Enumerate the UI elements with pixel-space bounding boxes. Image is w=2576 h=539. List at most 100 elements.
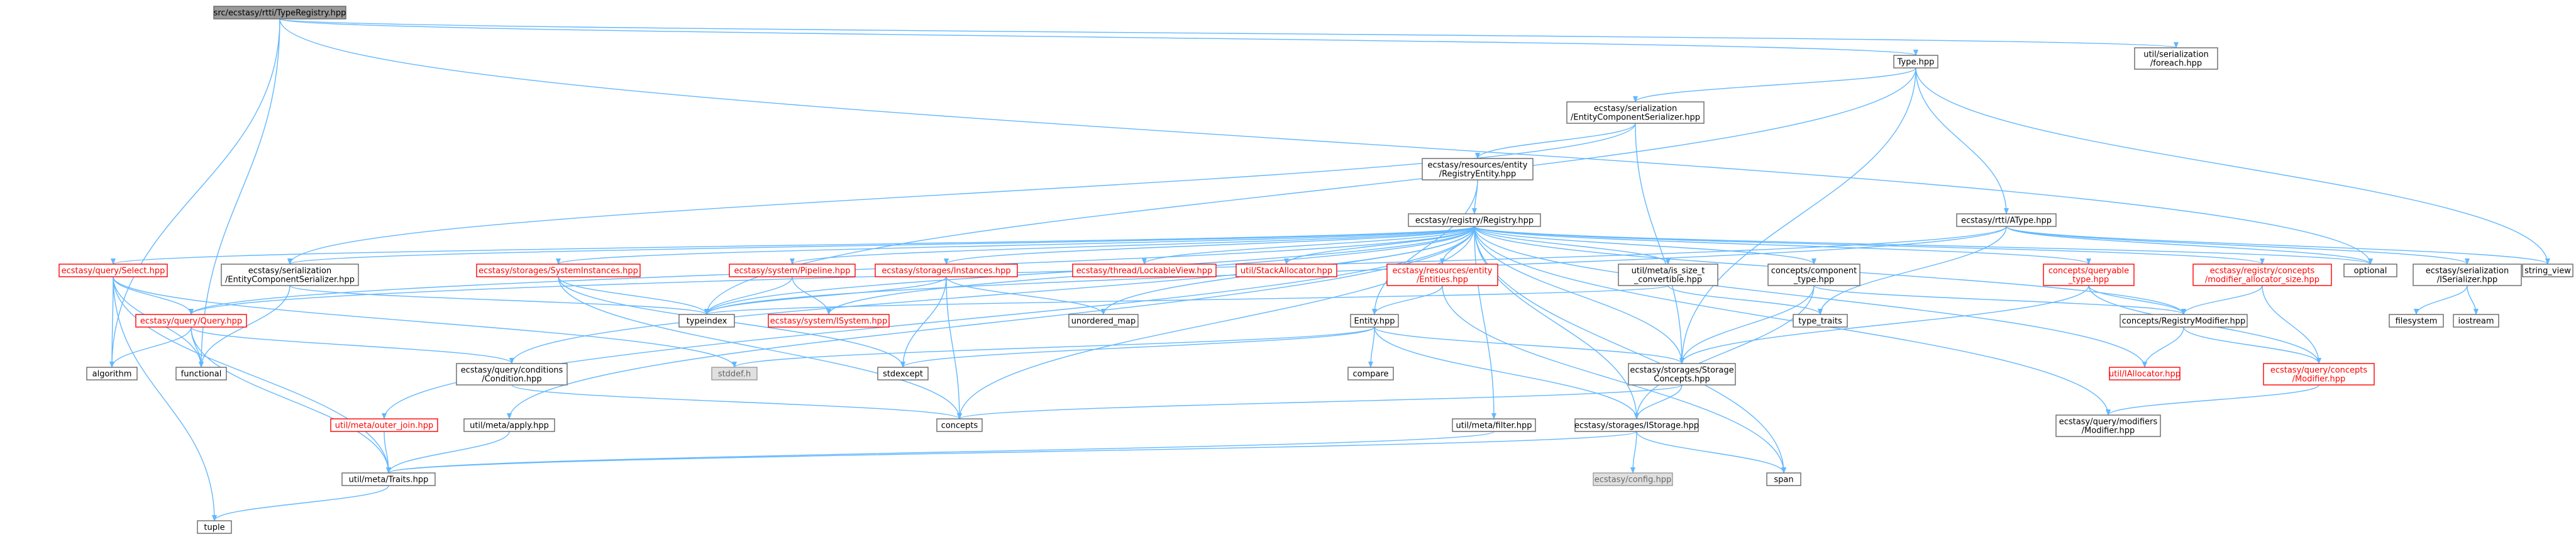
node-concepts[interactable]: concepts xyxy=(936,418,983,432)
node-label: /foreach.hpp xyxy=(2150,59,2202,69)
edge-comptype-to-regmodifier xyxy=(1813,285,2186,315)
node-box xyxy=(1350,314,1399,328)
node-ecstasy-query-conditions-condition-hpp[interactable]: ecstasy/query/conditions/Condition.hpp xyxy=(456,363,568,386)
node-ecstasy-system-pipeline-hpp[interactable]: ecstasy/system/Pipeline.hpp xyxy=(729,264,856,277)
node-ecstasy-query-select-hpp[interactable]: ecstasy/query/Select.hpp xyxy=(58,264,168,277)
node-concepts-component-type-hpp[interactable]: concepts/component_type.hpp xyxy=(1767,264,1860,286)
edge-atype-to-iserializer xyxy=(2006,226,2470,265)
node-algorithm[interactable]: algorithm xyxy=(86,367,138,381)
node-ecstasy-serialization-entitycomponentserializer-hpp[interactable]: ecstasy/serialization/EntityComponentSer… xyxy=(221,264,359,286)
node-util-stackallocator-hpp[interactable]: util/StackAllocator.hpp xyxy=(1235,264,1337,277)
node-box xyxy=(2120,314,2248,328)
node-box xyxy=(877,367,929,381)
node-util-meta-filter-hpp[interactable]: util/meta/filter.hpp xyxy=(1452,418,1536,432)
node-optional[interactable]: optional xyxy=(2343,264,2397,277)
node-ecstasy-resources-entity-entities-hpp[interactable]: ecstasy/resources/entity/Entities.hpp xyxy=(1386,264,1498,286)
node-box xyxy=(175,367,227,381)
node-compare[interactable]: compare xyxy=(1347,367,1394,381)
node-box xyxy=(330,418,438,432)
node-box xyxy=(213,6,346,19)
node-ecstasy-registry-concepts-modifier-allocator-size-hpp[interactable]: ecstasy/registry/concepts/modifier_alloc… xyxy=(2192,264,2332,286)
node-stdexcept[interactable]: stdexcept xyxy=(877,367,929,381)
node-util-iallocator-hpp[interactable]: util/IAllocator.hpp xyxy=(2109,367,2181,381)
edge-storageconcepts-to-concepts xyxy=(957,384,1683,420)
node-label: unordered_map xyxy=(1071,317,1136,326)
node-label: concepts/component xyxy=(1771,267,1857,276)
node-box xyxy=(2343,264,2397,277)
node-span[interactable]: span xyxy=(1766,472,1801,486)
node-util-serialization-foreach-hpp[interactable]: util/serialization/foreach.hpp xyxy=(2134,47,2218,70)
node-util-meta-apply-hpp[interactable]: util/meta/apply.hpp xyxy=(463,418,555,432)
node-iostream[interactable]: iostream xyxy=(2453,314,2499,328)
node-util-meta-outer-join-hpp[interactable]: util/meta/outer_join.hpp xyxy=(330,418,438,432)
node-box xyxy=(135,314,247,328)
node-box xyxy=(463,418,555,432)
edge-root-to-optional xyxy=(279,18,2373,265)
node-ecstasy-system-isystem-hpp[interactable]: ecstasy/system/ISystem.hpp xyxy=(768,314,890,328)
node-ecstasy-storages-systeminstances-hpp[interactable]: ecstasy/storages/SystemInstances.hpp xyxy=(476,264,641,277)
node-box xyxy=(456,363,568,386)
node-ecstasy-thread-lockableview-hpp[interactable]: ecstasy/thread/LockableView.hpp xyxy=(1072,264,1217,277)
node-box xyxy=(1956,213,2057,227)
node-tuple[interactable]: tuple xyxy=(197,520,232,534)
node-box xyxy=(875,264,1018,277)
edge-root-to-type xyxy=(279,18,1918,56)
node-entity-hpp[interactable]: Entity.hpp xyxy=(1350,314,1399,328)
node-ecstasy-serialization-entitycomponentserializer-hpp[interactable]: ecstasy/serialization/EntityComponentSer… xyxy=(1566,101,1705,124)
edge-entity-to-stddef xyxy=(732,326,1375,368)
edge-iserializer-to-iostream xyxy=(2467,285,2479,315)
node-box xyxy=(1766,472,1801,486)
node-typeindex[interactable]: typeindex xyxy=(678,314,735,328)
node-ecstasy-storages-istorage-hpp[interactable]: ecstasy/storages/IStorage.hpp xyxy=(1574,418,1699,432)
node-box xyxy=(1072,264,1217,277)
node-box xyxy=(1386,264,1498,286)
node-unordered-map[interactable]: unordered_map xyxy=(1068,314,1139,328)
node-concepts-queryable-type-hpp[interactable]: concepts/queryable_type.hpp xyxy=(2043,264,2135,286)
node-util-meta-is-size-t-convertible-hpp[interactable]: util/meta/is_size_t_convertible.hpp xyxy=(1618,264,1718,286)
edge-registry-to-optional xyxy=(1474,226,2373,265)
node-type-traits[interactable]: type_traits xyxy=(1793,314,1848,328)
edge-atype-to-typeindex xyxy=(704,226,2007,315)
edge-issizet-to-typetraits xyxy=(1667,285,1823,315)
node-concepts-registrymodifier-hpp[interactable]: concepts/RegistryModifier.hpp xyxy=(2120,314,2248,328)
node-ecstasy-serialization-iserializer-hpp[interactable]: ecstasy/serialization/ISerializer.hpp xyxy=(2413,264,2522,286)
node-ecstasy-storages-instances-hpp[interactable]: ecstasy/storages/Instances.hpp xyxy=(875,264,1018,277)
node-functional[interactable]: functional xyxy=(175,367,227,381)
edge-apply-to-traits xyxy=(386,431,510,474)
node-type-hpp[interactable]: Type.hpp xyxy=(1893,55,1938,69)
node-box xyxy=(1628,363,1736,386)
node-box xyxy=(476,264,641,277)
edge-modalloc-to-modifierconcept xyxy=(2262,285,2321,364)
node-util-meta-traits-hpp[interactable]: util/meta/Traits.hpp xyxy=(341,472,436,486)
node-label: Entity.hpp xyxy=(1354,317,1395,326)
node-label: ecstasy/resources/entity xyxy=(1428,161,1528,170)
edge-atype-to-typetraits xyxy=(1818,226,2007,315)
node-label: util/serialization xyxy=(2143,50,2209,60)
node-box xyxy=(711,367,758,381)
node-ecstasy-resources-entity-registryentity-hpp[interactable]: ecstasy/resources/entity/RegistryEntity.… xyxy=(1422,158,1534,181)
node-ecstasy-registry-registry-hpp[interactable]: ecstasy/registry/Registry.hpp xyxy=(1408,213,1541,227)
edge-pipeline-to-isystem xyxy=(792,276,831,315)
edge-registry-to-modalloc xyxy=(1474,226,2265,265)
node-label: ecstasy/query/Query.hpp xyxy=(140,317,242,326)
edge-registry-to-sysinst xyxy=(556,226,1475,265)
edge-entity-to-istorage xyxy=(1374,326,1639,420)
edge-pipeline-to-typeindex xyxy=(704,276,793,315)
node-label: util/meta/filter.hpp xyxy=(1456,421,1532,431)
node-string-view[interactable]: string_view xyxy=(2522,264,2573,277)
node-filesystem[interactable]: filesystem xyxy=(2389,314,2444,328)
node-label: ecstasy/thread/LockableView.hpp xyxy=(1076,267,1213,276)
node-ecstasy-query-query-hpp[interactable]: ecstasy/query/Query.hpp xyxy=(135,314,247,328)
node-label: algorithm xyxy=(92,370,132,379)
edge-select-to-stddef xyxy=(113,276,737,368)
node-ecstasy-query-concepts-modifier-hpp[interactable]: ecstasy/query/concepts/Modifier.hpp xyxy=(2263,363,2375,386)
node-box xyxy=(1593,472,1673,486)
edge-query-to-condition xyxy=(191,326,514,364)
node-ecstasy-rtti-atype-hpp[interactable]: ecstasy/rtti/AType.hpp xyxy=(1956,213,2057,227)
edge-registry-to-queryable xyxy=(1474,226,2091,265)
edge-registry-to-ecser2 xyxy=(287,226,1475,265)
node-label: /Condition.hpp xyxy=(482,375,541,384)
node-ecstasy-query-modifiers-modifier-hpp[interactable]: ecstasy/query/modifiers/Modifier.hpp xyxy=(2055,414,2161,437)
node-label: Type.hpp xyxy=(1897,58,1935,67)
